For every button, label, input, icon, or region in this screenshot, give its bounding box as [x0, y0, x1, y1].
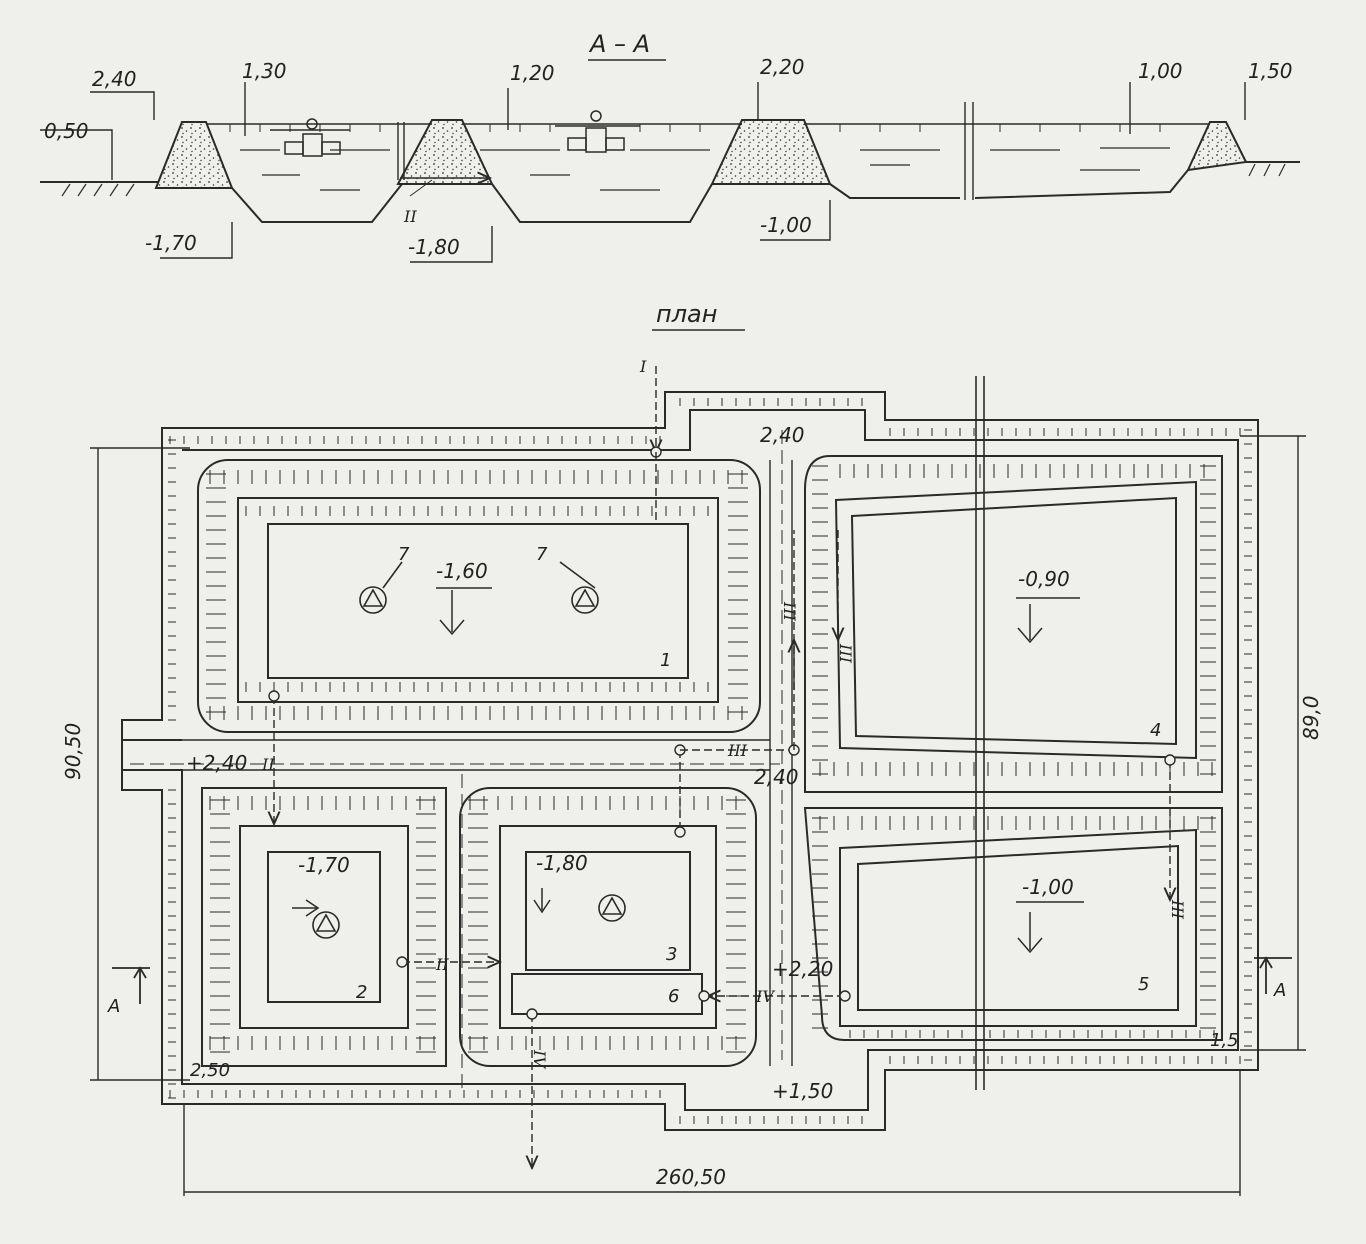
- aerator-icons: [312, 561, 626, 939]
- pond-1-outer: [197, 459, 761, 733]
- pond-2-mid: [239, 825, 409, 1029]
- water-lines: [240, 147, 1170, 191]
- pipe-label-iv-outlet: IV: [530, 1049, 549, 1069]
- axis-lines: [130, 430, 783, 1090]
- pond-2-number: 2: [356, 982, 367, 1003]
- pond-5-number: 5: [1138, 974, 1149, 995]
- mark-left-bank-top: 2,40: [92, 67, 137, 91]
- section-markers: [112, 956, 1292, 1004]
- aerator-icon: [598, 894, 626, 922]
- outer-embankment: [121, 391, 1259, 1131]
- aerator-icon: [359, 586, 387, 614]
- pipe-label-iii-crossing: III: [727, 741, 748, 760]
- ground-hatching-right: [1248, 163, 1286, 177]
- mark-right-bank: 1,50: [1248, 59, 1293, 83]
- plan-view: план: [61, 300, 1323, 1196]
- elevation-leaders: [40, 82, 1246, 263]
- pond-4-level: -0,90: [1018, 567, 1070, 591]
- pond-2-level: -1,70: [298, 853, 350, 877]
- dam-2: [396, 119, 494, 185]
- basin-4: [974, 169, 1189, 199]
- pond-1-level: -1,60: [436, 559, 488, 583]
- mark-pond1-water: 1,30: [242, 59, 287, 83]
- pond-2-inner: [267, 851, 381, 1003]
- pipe-label-ii-upper: II: [261, 755, 275, 774]
- pond-3-level: -1,80: [536, 851, 588, 875]
- pond-5-mid: [839, 828, 1197, 1027]
- section-aerator-1: [270, 118, 350, 157]
- level-arrows: [292, 587, 1084, 954]
- plan-title: план: [656, 300, 717, 328]
- pond-1-number: 1: [660, 650, 671, 671]
- pond-3-number: 3: [666, 944, 677, 965]
- section-marker-right: A: [1273, 980, 1286, 1001]
- pipe-label-iii-right: III: [836, 643, 855, 664]
- pipe-label-iii-pond5: III: [1168, 899, 1187, 920]
- elev-crossing-top: 2,40: [754, 765, 799, 789]
- pipes: [269, 366, 1175, 1168]
- mark-pond2-water: 1,20: [510, 61, 555, 85]
- mark-pond1-bottom: -1,70: [145, 231, 197, 255]
- pond-4-outer: [804, 455, 1223, 793]
- pond-2-outer: [201, 787, 447, 1067]
- distribution-channel: [122, 460, 793, 1066]
- elev-corner-right: 1,5: [1210, 1030, 1239, 1051]
- mark-middle-dam: 2,20: [760, 55, 805, 79]
- basin-2: [491, 183, 713, 223]
- section-aerator-2: [555, 110, 640, 153]
- pipe-label-ii-lower: II: [435, 955, 449, 974]
- elev-crossing-left: +2,40: [186, 751, 247, 775]
- dimension-lines: [90, 435, 1306, 1196]
- elev-channel-top: 2,40: [760, 423, 805, 447]
- pond-4-inner: [850, 496, 1177, 746]
- basin-1: [231, 183, 403, 223]
- ground-hatching-left: [61, 183, 135, 197]
- dim-height-right: 89,0: [1299, 695, 1323, 740]
- pond-3-inner: [525, 851, 691, 971]
- pond-1-mid: [237, 497, 719, 703]
- aerator-icon: [571, 586, 599, 614]
- trunk-pipe: [975, 376, 985, 1090]
- basin-3: [829, 183, 960, 199]
- elev-channel-right: +2,20: [772, 957, 833, 981]
- aerator-label-2: 7: [536, 544, 548, 565]
- outlet-chamber-label: 6: [668, 986, 679, 1007]
- pipe-label-iii-left: III: [780, 601, 799, 622]
- mark-left-ground: 0,50: [44, 119, 89, 143]
- pond-5-outer: [803, 807, 1223, 1041]
- pipe-label-iv-right: IV: [755, 987, 775, 1006]
- pond-5-level: -1,00: [1022, 875, 1074, 899]
- inlet-label: I: [639, 357, 647, 376]
- dam-left: [154, 121, 234, 189]
- section-pipe-label: II: [403, 207, 417, 226]
- crest-ticks: [229, 124, 1161, 132]
- mark-pond4-water: 1,00: [1138, 59, 1183, 83]
- aerator-label-1: 7: [398, 544, 410, 565]
- dim-width: 260,50: [656, 1165, 726, 1189]
- pond-4-number: 4: [1150, 720, 1161, 741]
- pond-1-inner: [267, 523, 689, 679]
- elev-corner-left: 2,50: [190, 1060, 230, 1081]
- pond-5-inner: [857, 844, 1179, 1011]
- aerator-icon: [312, 911, 340, 939]
- pond-3-outer: [459, 787, 757, 1067]
- section-a-a: A – A: [40, 30, 1300, 263]
- mark-pond2-bottom: -1,80: [408, 235, 460, 259]
- dim-height-left: 90,50: [61, 723, 85, 780]
- pond-3-mid: [499, 825, 717, 1029]
- mark-pond3-bottom: -1,00: [760, 213, 812, 237]
- section-title: A – A: [588, 30, 650, 58]
- elev-bottom-dam: +1,50: [772, 1079, 833, 1103]
- pond-4-mid: [834, 480, 1197, 760]
- dam-right: [1186, 121, 1248, 172]
- section-marker-left: A: [107, 996, 120, 1017]
- dam-3: [710, 119, 832, 185]
- slope-hatching: [168, 398, 1252, 1124]
